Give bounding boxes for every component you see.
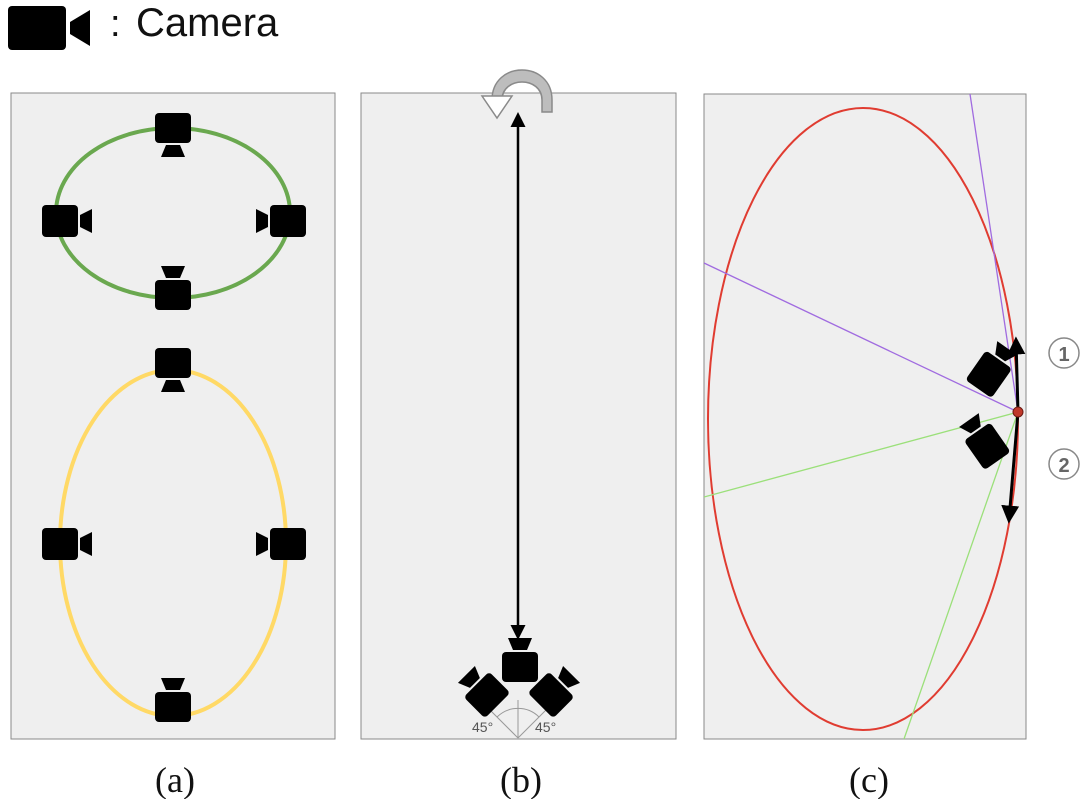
purple-ray bbox=[969, 94, 1019, 413]
camera-position-dot bbox=[1012, 406, 1024, 418]
marker-1: 1 bbox=[1048, 337, 1080, 369]
marker-2: 2 bbox=[1048, 448, 1080, 480]
angle-label-left: 45° bbox=[472, 719, 493, 735]
panel-b-caption: (b) bbox=[500, 760, 542, 799]
svg-text:2: 2 bbox=[1058, 455, 1069, 477]
legend: : Camera bbox=[8, 1, 279, 50]
direction-arrow-2 bbox=[1001, 411, 1020, 524]
panel-b: 45° 45° (b) bbox=[360, 69, 677, 799]
panel-c-caption: (c) bbox=[849, 760, 889, 799]
panel-c-background bbox=[703, 93, 1027, 740]
purple-ray bbox=[704, 262, 1019, 413]
direction-arrow-1 bbox=[1007, 336, 1026, 413]
panel-a: (a) bbox=[10, 92, 336, 799]
panel-a-background bbox=[10, 92, 336, 740]
panel-c: 1 2 (c) bbox=[703, 93, 1080, 799]
panel-a-caption: (a) bbox=[155, 760, 195, 799]
rotation-arrow-icon bbox=[480, 69, 553, 120]
angle-label-right: 45° bbox=[535, 719, 556, 735]
legend-separator: : bbox=[110, 3, 121, 45]
legend-label: Camera bbox=[136, 1, 279, 45]
green-ray bbox=[903, 411, 1019, 739]
svg-text:1: 1 bbox=[1058, 344, 1069, 366]
camera-icon bbox=[8, 6, 90, 50]
